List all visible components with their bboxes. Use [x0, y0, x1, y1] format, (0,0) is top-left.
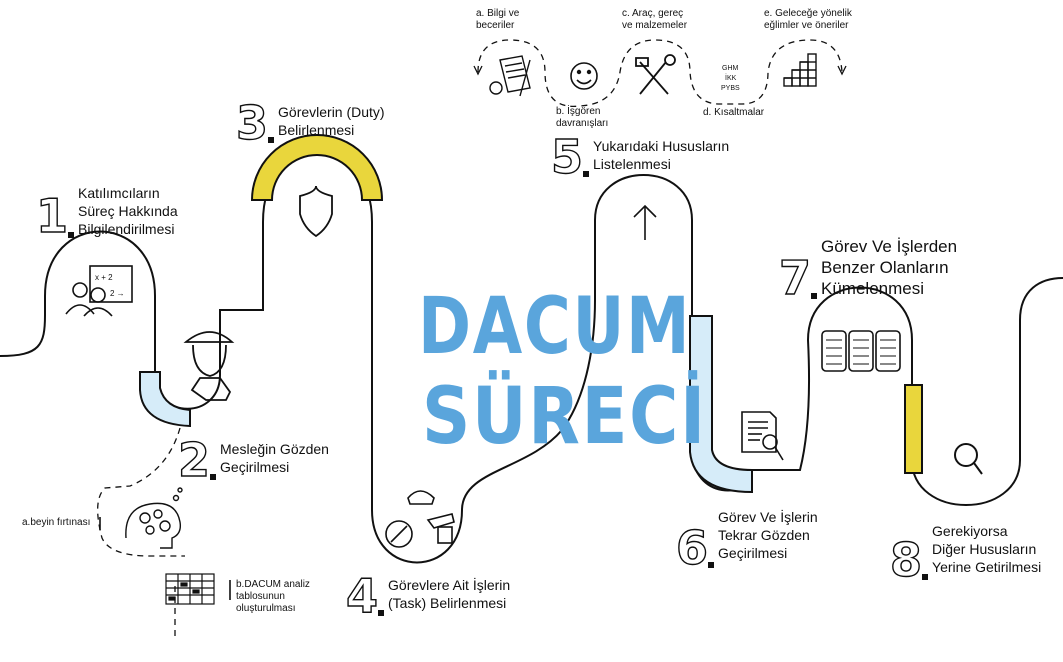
title-line-1: DACUM [418, 282, 692, 372]
substep-5b: b. İşgören davranışları [556, 106, 609, 129]
worker-icon [183, 331, 235, 401]
substeps-5-branch [477, 39, 843, 108]
step-dot [922, 574, 929, 580]
step-6: 6 Görev Ve İşlerin Tekrar Gözden Geçiril… [675, 509, 817, 575]
step-number: 2 [177, 433, 211, 487]
shield-icon [299, 185, 333, 238]
step-2: 2 Mesleğin Gözden Geçirilmesi [177, 433, 329, 487]
step-dot [708, 562, 715, 568]
step-dot [811, 293, 818, 299]
yellow-arch [250, 134, 384, 201]
step-number: 4 [345, 569, 379, 623]
blue-segment-6 [689, 315, 753, 494]
step-7: 7 Görev Ve İşlerden Benzer Olanların Küm… [778, 237, 957, 305]
bar-stairs-icon [783, 53, 817, 87]
step-text: Katılımcıların Süreç Hakkında Bilgilendi… [78, 185, 178, 237]
tools-icon [385, 490, 455, 548]
abbr-ikk: İKK [725, 73, 737, 82]
step-text: Görevlere Ait İşlerin (Task) Belirlenmes… [388, 577, 511, 611]
step-dot [583, 171, 590, 177]
substep-2a: a.beyin fırtınası [22, 517, 91, 528]
table-icon [165, 573, 215, 605]
svg-text:2 →: 2 → [110, 289, 125, 298]
step-dot [210, 474, 217, 480]
yellow-bar [904, 384, 923, 474]
blue-segment-2 [139, 371, 191, 428]
step-number: 5 [550, 130, 584, 184]
step-8: 8 Gerekiyorsa Diğer Hususların Yerine Ge… [889, 523, 1041, 587]
magnifier-icon [954, 443, 983, 475]
step-dot [378, 610, 385, 616]
title-line-2: SÜRECİ [422, 372, 707, 462]
step-text: Görev Ve İşlerden Benzer Olanların Kümel… [821, 237, 958, 298]
step-text: Görev Ve İşlerin Tekrar Gözden Geçirilme… [718, 509, 818, 561]
step-number: 7 [778, 251, 812, 305]
step-3: 3 Görevlerin (Duty) Belirlenmesi [235, 96, 385, 150]
step-number: 8 [889, 533, 923, 587]
step-number: 1 [35, 189, 69, 243]
step-dot [68, 232, 75, 238]
step-dot [268, 137, 275, 143]
smiley-icon [570, 62, 598, 90]
step-text: Gerekiyorsa Diğer Hususların Yerine Geti… [932, 523, 1042, 575]
substep-5e: e. Geleceğe yönelik eğlimler ve öneriler [764, 8, 852, 31]
substep-5a: a. Bilgi ve beceriler [476, 8, 520, 31]
substeps-2-branch [97, 427, 185, 557]
abbr-pybs: PYBS [721, 85, 740, 92]
brain-gears-icon [125, 487, 183, 549]
substep-5c: c. Araç, gereç ve malzemeler [622, 8, 688, 31]
presentation-icon: x + 2 2 → [65, 265, 133, 317]
substep-2b: b.DACUM analiz tablosunun oluşturulması [236, 579, 310, 614]
step-text: Görevlerin (Duty) Belirlenmesi [278, 104, 385, 138]
step-text: Yukarıdaki Hususların Listelenmesi [593, 138, 730, 172]
clusters-icon [821, 330, 901, 372]
substep-5d: d. Kısaltmalar [703, 107, 765, 118]
step-text: Mesleğin Gözden Geçirilmesi [220, 441, 329, 475]
step-4: 4 Görevlere Ait İşlerin (Task) Belirlenm… [345, 569, 511, 623]
wrench-hammer-icon [635, 54, 676, 95]
svg-text:x + 2: x + 2 [95, 273, 113, 282]
step-number: 6 [675, 521, 709, 575]
document-gear-icon [489, 55, 531, 97]
abbr-ghm: GHM [722, 65, 739, 72]
step-number: 3 [235, 96, 269, 150]
arrow-up-icon [633, 204, 657, 240]
step-1: 1 Katılımcıların Süreç Hakkında Bilgilen… [35, 185, 177, 243]
document-search-icon [741, 411, 784, 461]
step-5: 5 Yukarıdaki Hususların Listelenmesi [550, 130, 730, 184]
